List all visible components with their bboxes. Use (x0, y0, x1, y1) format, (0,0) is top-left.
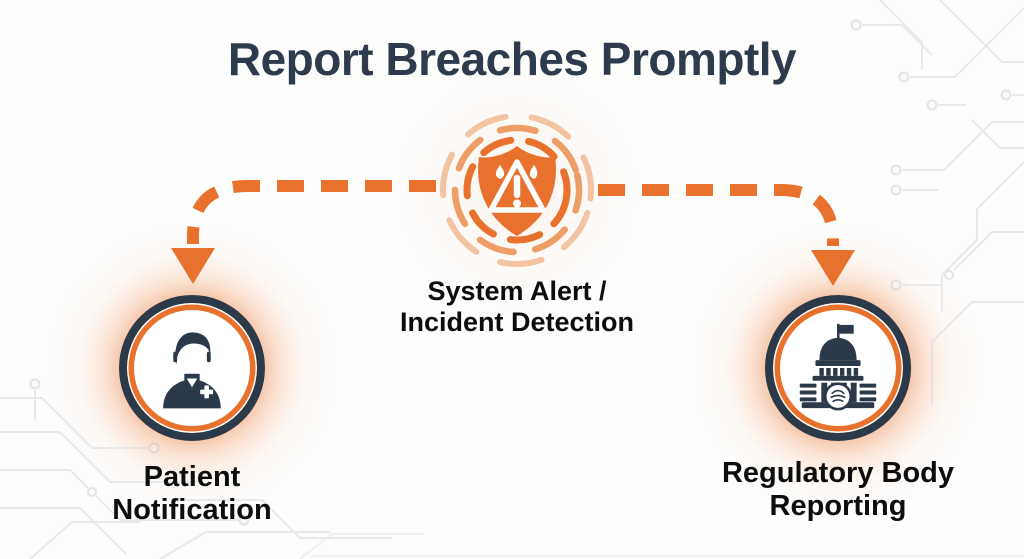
regulator-node-label: Regulatory Body Reporting (678, 457, 998, 523)
patient-label-line2: Notification (112, 494, 272, 526)
center-label-line1: System Alert / (427, 276, 607, 306)
patient-label-line1: Patient (143, 461, 241, 493)
arrow-to-patient (171, 180, 436, 284)
regulator-label-line2: Reporting (769, 490, 907, 522)
alert-shield-icon (440, 113, 594, 267)
page-title: Report Breaches Promptly (227, 33, 797, 85)
center-label-line2: Incident Detection (399, 307, 635, 337)
patient-icon (163, 332, 221, 409)
patient-node-label: Patient Notification (32, 461, 352, 527)
center-node-label: System Alert / Incident Detection (337, 276, 697, 338)
patient-node-circle (119, 295, 265, 441)
circuit-right-middle (890, 161, 1024, 405)
government-building-icon (799, 323, 877, 411)
regulator-label-line1: Regulatory Body (721, 457, 955, 489)
circuit-bottom-left (0, 378, 1024, 559)
circuit-top-right (850, 0, 1024, 176)
regulator-node-circle (765, 295, 911, 441)
arrow-to-regulator (598, 184, 855, 286)
